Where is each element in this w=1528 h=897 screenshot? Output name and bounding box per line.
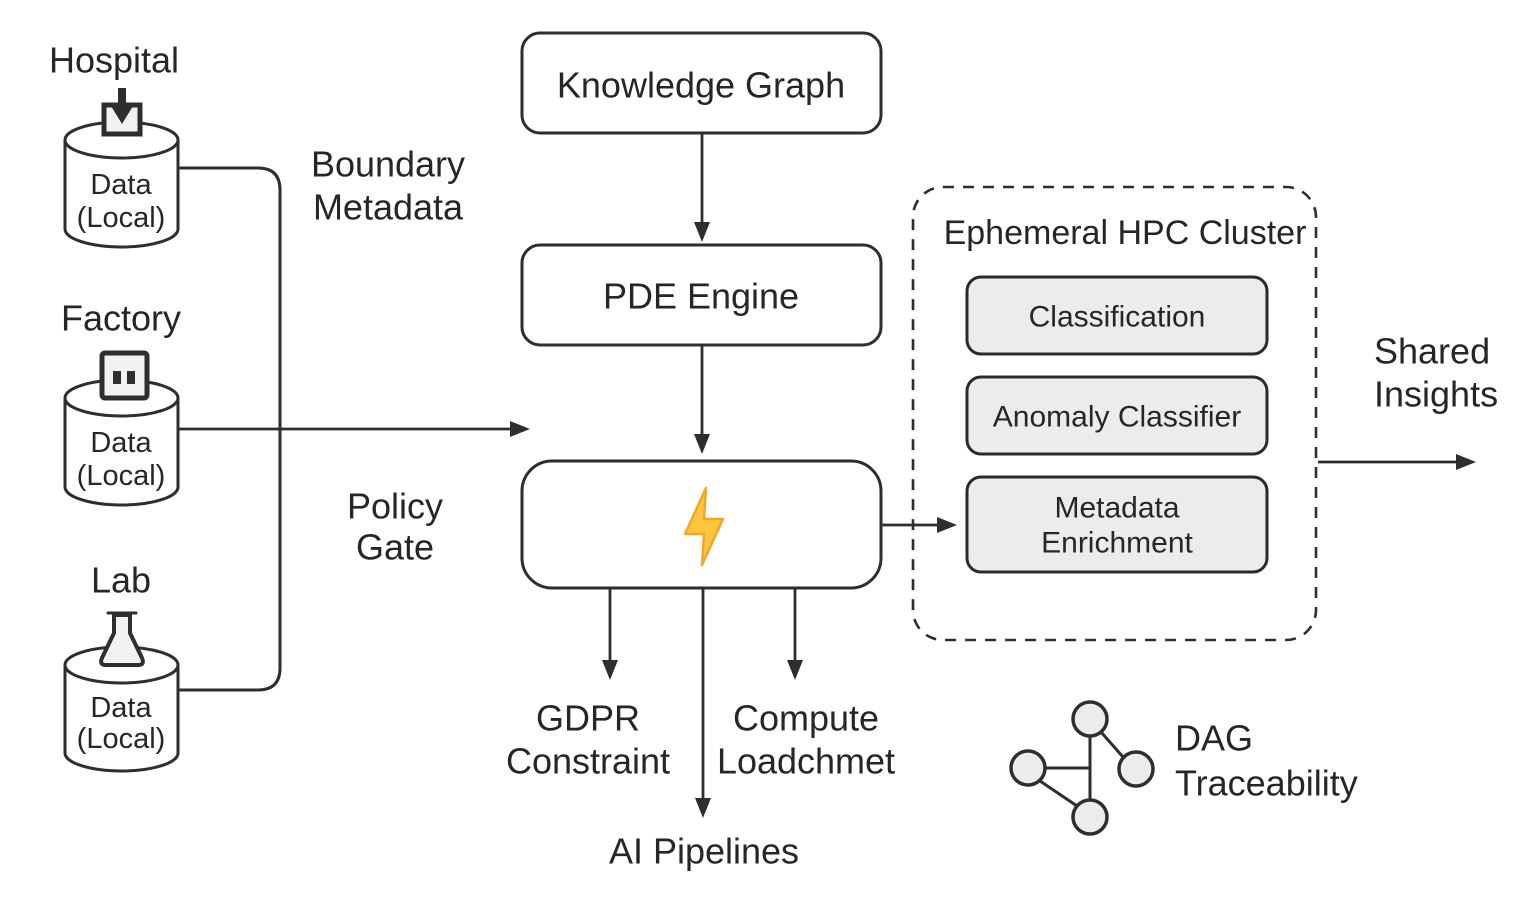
flask-icon — [99, 611, 145, 667]
knowledge-graph-node: Knowledge Graph — [520, 31, 883, 135]
svg-text:Insights: Insights — [1374, 374, 1498, 415]
source-lab: Lab Data (Local) — [63, 560, 180, 773]
cluster-title: Ephemeral HPC Cluster — [944, 214, 1307, 252]
ephemeral-hpc-cluster: Ephemeral HPC Cluster Classification Ano… — [911, 185, 1318, 642]
node-label: PDE Engine — [603, 276, 799, 317]
svg-text:Policy: Policy — [347, 486, 443, 527]
svg-text:Boundary: Boundary — [311, 144, 465, 185]
boundary-metadata-label: Boundary Metadata — [311, 144, 465, 228]
source-label: Lab — [91, 560, 151, 601]
svg-text:Loadchmet: Loadchmet — [717, 741, 895, 782]
svg-text:Gate: Gate — [356, 527, 434, 568]
gdpr-constraint-label: GDPR Constraint — [506, 698, 670, 782]
policy-gate-label: Policy Gate — [347, 486, 443, 568]
cylinder-label-line1: Data — [90, 427, 152, 459]
svg-text:GDPR: GDPR — [536, 698, 640, 739]
cylinder-label-line2: (Local) — [77, 723, 166, 755]
svg-text:Compute: Compute — [733, 698, 879, 739]
svg-text:Constraint: Constraint — [506, 741, 670, 782]
svg-text:Shared: Shared — [1374, 331, 1490, 372]
policy-gate-node — [520, 459, 883, 590]
svg-text:Traceability: Traceability — [1175, 763, 1358, 804]
node-label: Classification — [1029, 301, 1206, 334]
cluster-dashed-border — [911, 185, 1318, 642]
node-label-line2: Enrichment — [1041, 527, 1193, 560]
svg-text:DAG: DAG — [1175, 718, 1253, 759]
ai-pipelines-label: AI Pipelines — [609, 831, 799, 872]
source-hospital: Hospital Data (Local) — [49, 40, 180, 249]
node-label: Knowledge Graph — [557, 65, 845, 106]
database-cylinder — [63, 378, 180, 507]
dag-graph-icon — [1009, 700, 1155, 836]
shared-insights-label: Shared Insights — [1374, 331, 1498, 415]
pde-engine-node: PDE Engine — [520, 243, 883, 347]
lightning-bolt-icon — [683, 486, 725, 567]
node-label-line1: Metadata — [1054, 492, 1179, 525]
source-label: Factory — [61, 298, 181, 339]
classification-node: Classification — [965, 275, 1269, 356]
anomaly-classifier-node: Anomaly Classifier — [965, 375, 1269, 456]
node-label: Anomaly Classifier — [993, 401, 1241, 434]
compute-loadchmet-label: Compute Loadchmet — [717, 698, 895, 782]
dag-traceability-label: DAG Traceability — [1175, 718, 1358, 804]
cylinder-label-line2: (Local) — [77, 202, 166, 234]
cylinder-label-line2: (Local) — [77, 460, 166, 492]
svg-text:Metadata: Metadata — [313, 187, 464, 228]
metadata-enrichment-node: Metadata Enrichment — [965, 475, 1269, 574]
source-label: Hospital — [49, 40, 179, 81]
cylinder-label-line1: Data — [90, 692, 152, 724]
database-cylinder — [63, 120, 180, 249]
machine-outlet-icon — [99, 350, 150, 401]
source-factory: Factory Data (Local) — [61, 298, 181, 507]
arrow-into-box-icon — [101, 88, 143, 137]
cylinder-label-line1: Data — [90, 169, 152, 201]
